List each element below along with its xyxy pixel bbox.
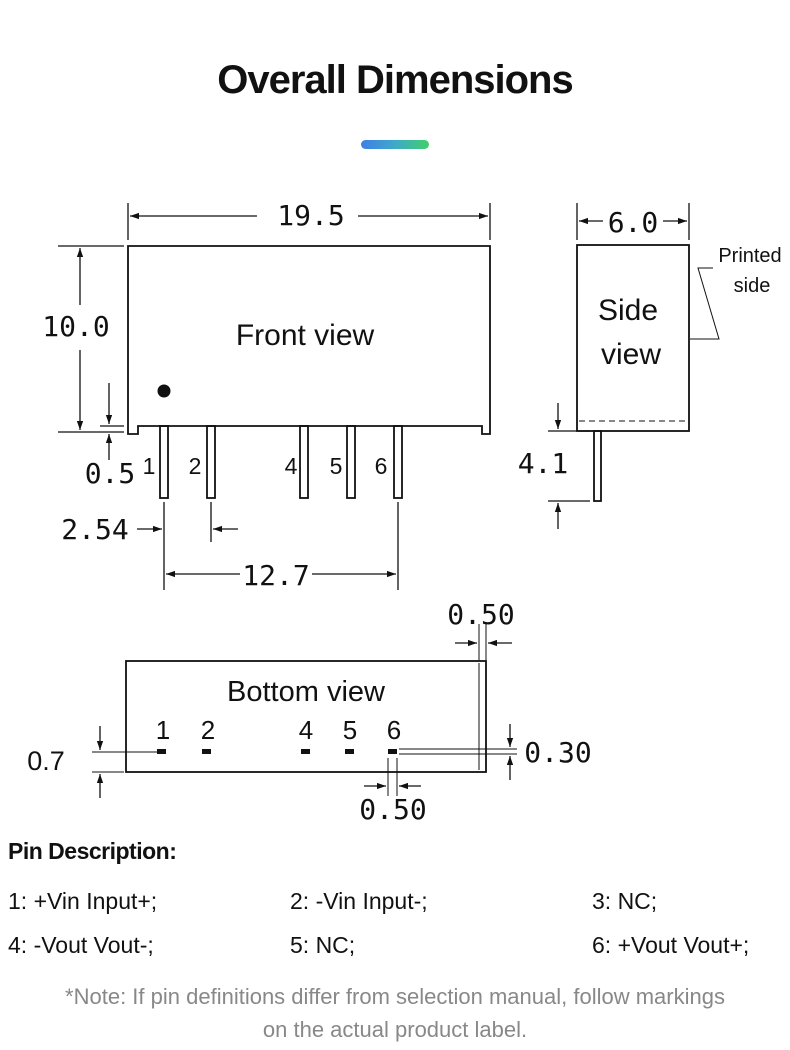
bottom-pin-label-4: 4 <box>299 715 313 745</box>
front-standoff-dim: 0.5 <box>85 457 136 490</box>
front-pin-label-1: 1 <box>143 453 156 479</box>
pin1-marker-dot <box>157 384 171 398</box>
front-span-dim: 12.7 <box>242 559 309 592</box>
pin-desc-item: 3: NC; <box>592 888 658 914</box>
bottom-pin-width-dim: 0.50 <box>359 793 426 826</box>
bottom-view-body <box>125 660 487 773</box>
front-pin-label-5: 5 <box>330 453 343 479</box>
pin-desc-item: 5: NC; <box>290 932 356 958</box>
bottom-pin-4 <box>301 749 310 754</box>
bottom-view-label: Bottom view <box>227 676 386 708</box>
bottom-pin-5 <box>345 749 354 754</box>
bottom-pin-6 <box>388 749 397 754</box>
bottom-view <box>92 624 517 798</box>
bottom-pin-thickness-dim: 0.30 <box>524 736 591 769</box>
side-view-body <box>576 244 690 432</box>
bottom-edge-dim: 0.50 <box>447 598 514 631</box>
side-thickness-dim: 6.0 <box>608 206 659 239</box>
page-title: Overall Dimensions <box>217 58 573 102</box>
side-view <box>548 203 720 529</box>
bottom-pin-2 <box>202 749 211 754</box>
pin-desc-item: 6: +Vout Vout+; <box>592 932 750 958</box>
front-view-body <box>127 245 491 435</box>
title-accent-bar <box>361 140 429 149</box>
front-pitch-dim: 2.54 <box>61 513 128 546</box>
front-pin-label-2: 2 <box>189 453 202 479</box>
footnote-line-2: on the actual product label. <box>262 1017 528 1042</box>
dimension-drawing: 19.5 10.0 Front view 0.5 1 2 4 5 6 2.54 … <box>27 199 781 826</box>
pin-description-title: Pin Description: <box>8 838 177 864</box>
front-pin-5 <box>346 425 356 499</box>
printed-side-label-line2: side <box>734 275 771 297</box>
front-width-dim: 19.5 <box>277 199 344 232</box>
pin-desc-item: 4: -Vout Vout-; <box>8 932 154 958</box>
side-pin-length-dim: 4.1 <box>518 447 569 480</box>
bottom-row-offset-dim: 0.7 <box>27 746 65 776</box>
front-pin-1 <box>159 425 169 499</box>
side-view-label-line1: Side <box>598 294 658 327</box>
bottom-pin-label-5: 5 <box>343 715 357 745</box>
front-pin-label-4: 4 <box>285 453 298 479</box>
side-pin <box>593 430 602 502</box>
front-pin-2 <box>206 425 216 499</box>
pin-desc-item: 1: +Vin Input+; <box>8 888 158 914</box>
pin-desc-item: 2: -Vin Input-; <box>290 888 428 914</box>
front-pin-6 <box>393 425 403 499</box>
front-pin-4 <box>299 425 309 499</box>
front-pin-label-6: 6 <box>375 453 388 479</box>
side-view-label-line2: view <box>601 338 661 371</box>
bottom-pin-label-2: 2 <box>201 715 215 745</box>
footnote: *Note: If pin definitions differ from se… <box>0 980 790 1046</box>
bottom-pin-1 <box>157 749 166 754</box>
footnote-line-1: *Note: If pin definitions differ from se… <box>65 984 725 1009</box>
front-view-label: Front view <box>236 319 375 352</box>
printed-side-leader <box>690 267 720 340</box>
bottom-pin-label-1: 1 <box>156 715 170 745</box>
front-height-dim: 10.0 <box>42 310 109 343</box>
printed-side-label-line1: Printed <box>718 245 781 267</box>
front-view <box>58 203 491 590</box>
bottom-pin-label-6: 6 <box>387 715 401 745</box>
